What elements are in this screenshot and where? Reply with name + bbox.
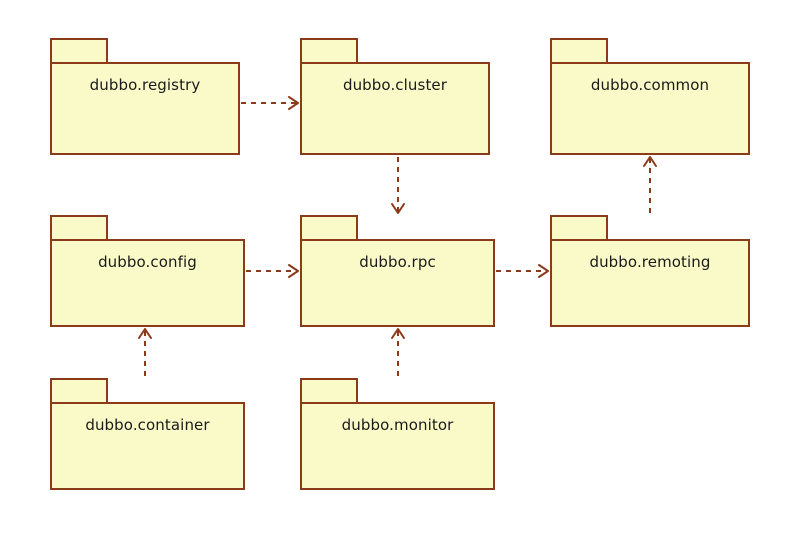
package-remoting[interactable]: dubbo.remoting: [550, 215, 750, 327]
dependency-arrowhead: [138, 328, 152, 339]
package-label-monitor: dubbo.monitor: [341, 416, 454, 434]
package-body-config: [50, 239, 245, 327]
dependency-arrowhead: [643, 156, 657, 167]
package-tab-config: [50, 215, 108, 241]
package-tab-common: [550, 38, 608, 64]
dependency-arrowhead: [288, 264, 299, 278]
dependency-arrowhead: [391, 203, 405, 214]
package-body-common: [550, 62, 750, 155]
dependency-arrowhead: [391, 328, 405, 339]
package-label-registry: dubbo.registry: [89, 76, 201, 94]
package-cluster[interactable]: dubbo.cluster: [300, 38, 490, 155]
dependency-remoting-to-common: [643, 156, 657, 213]
package-tab-registry: [50, 38, 108, 64]
dependency-rpc-to-remoting: [496, 264, 549, 278]
dependency-arrowhead: [288, 96, 299, 110]
package-common[interactable]: dubbo.common: [550, 38, 750, 155]
package-label-container: dubbo.container: [85, 416, 210, 434]
dependency-config-to-rpc: [246, 264, 299, 278]
package-tab-container: [50, 378, 108, 404]
dependency-registry-to-cluster: [241, 96, 299, 110]
package-body-remoting: [550, 239, 750, 327]
package-label-common: dubbo.common: [590, 76, 710, 94]
package-monitor[interactable]: dubbo.monitor: [300, 378, 495, 490]
dependency-container-to-config: [138, 328, 152, 376]
package-tab-rpc: [300, 215, 358, 241]
package-label-rpc: dubbo.rpc: [359, 253, 436, 271]
package-label-remoting: dubbo.remoting: [589, 253, 711, 271]
package-body-rpc: [300, 239, 495, 327]
package-label-cluster: dubbo.cluster: [342, 76, 448, 94]
package-tab-cluster: [300, 38, 358, 64]
package-body-cluster: [300, 62, 490, 155]
package-config[interactable]: dubbo.config: [50, 215, 245, 327]
package-tab-monitor: [300, 378, 358, 404]
package-container[interactable]: dubbo.container: [50, 378, 245, 490]
package-body-registry: [50, 62, 240, 155]
package-registry[interactable]: dubbo.registry: [50, 38, 240, 155]
package-body-monitor: [300, 402, 495, 490]
dependency-arrowhead: [538, 264, 549, 278]
package-body-container: [50, 402, 245, 490]
package-rpc[interactable]: dubbo.rpc: [300, 215, 495, 327]
dependency-monitor-to-rpc: [391, 328, 405, 376]
package-tab-remoting: [550, 215, 608, 241]
dependency-cluster-to-rpc: [391, 157, 405, 214]
package-label-config: dubbo.config: [98, 253, 197, 271]
